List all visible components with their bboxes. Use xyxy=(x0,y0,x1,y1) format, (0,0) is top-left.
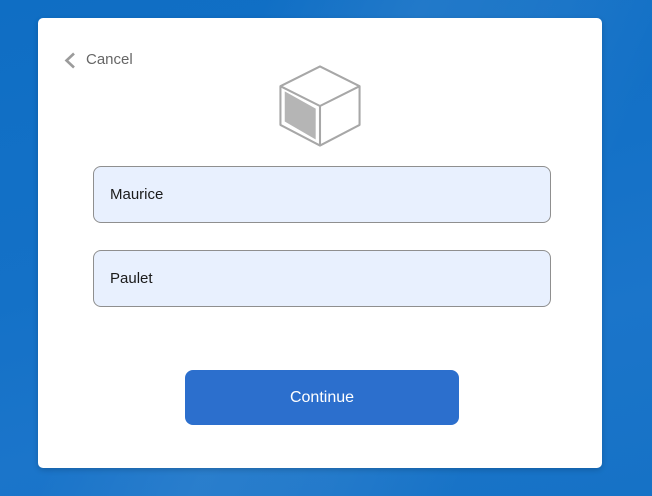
first-name-input[interactable] xyxy=(93,166,551,223)
last-name-input[interactable] xyxy=(93,250,551,307)
signup-card: Cancel Continue xyxy=(38,18,602,468)
cancel-label: Cancel xyxy=(86,51,133,68)
continue-button[interactable]: Continue xyxy=(185,370,459,425)
logo-container xyxy=(38,62,602,155)
app-cube-logo-icon xyxy=(277,62,363,155)
cancel-button[interactable]: Cancel xyxy=(64,50,133,70)
chevron-left-icon xyxy=(64,52,76,69)
